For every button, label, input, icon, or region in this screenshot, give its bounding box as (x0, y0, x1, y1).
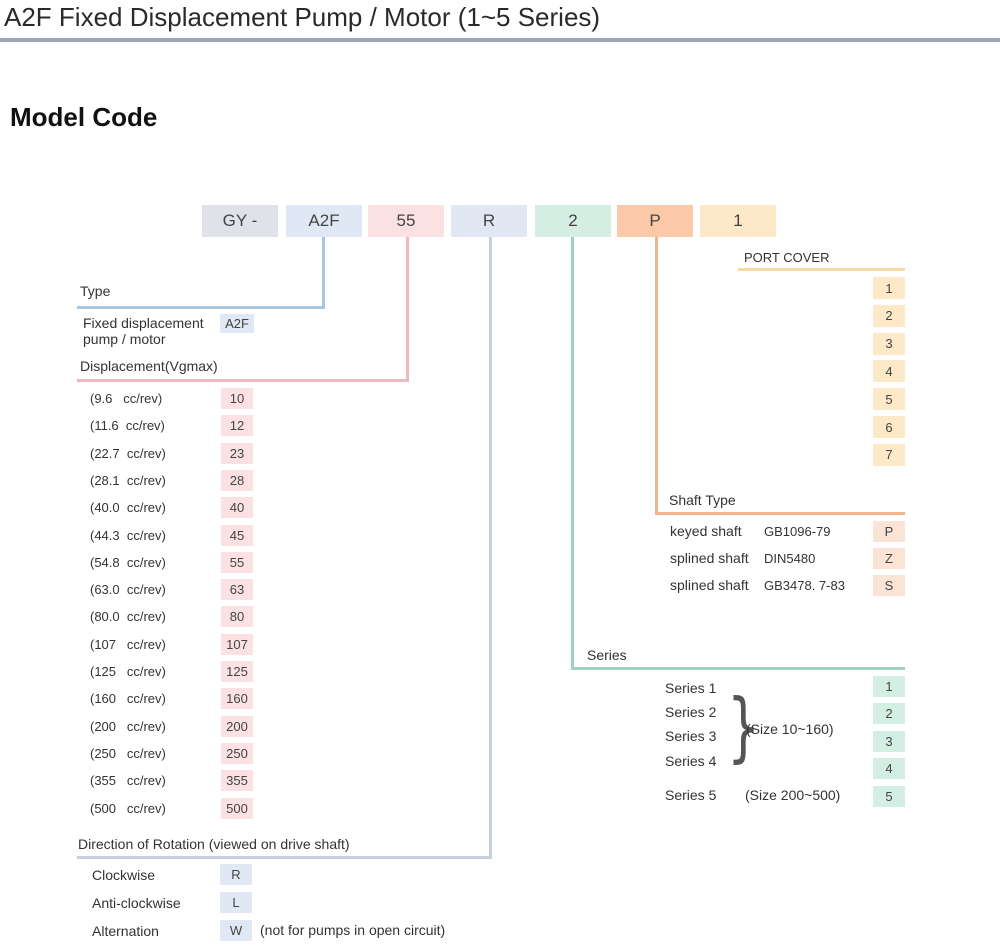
model-code-box: 1 (700, 205, 776, 237)
series-label: Series 1 (665, 680, 717, 696)
type-description-line1: Fixed displacement (83, 315, 204, 331)
rotation-label: Anti-clockwise (92, 895, 181, 911)
displacement-code: 80 (221, 606, 253, 628)
series-label: Series 2 (665, 704, 717, 720)
shaft-name: splined shaft (670, 577, 749, 593)
model-code-box: A2F (286, 205, 362, 237)
model-code-box: 55 (368, 205, 444, 237)
series-heading: Series (587, 647, 627, 663)
displacement-code: 355 (221, 770, 253, 792)
displacement-label: (11.6 cc/rev) (90, 418, 165, 434)
shaft-standard: GB1096-79 (764, 524, 831, 539)
displacement-label: (40.0 cc/rev) (90, 500, 166, 516)
displacement-label: (500 cc/rev) (90, 800, 166, 816)
displacement-code: 55 (221, 551, 253, 573)
displacement-code: 45 (221, 524, 253, 546)
series-code: 4 (873, 758, 905, 779)
model-code-box: GY - (202, 205, 278, 237)
type-heading: Type (80, 283, 111, 299)
displacement-code: 500 (221, 797, 253, 819)
displacement-code: 12 (221, 415, 253, 437)
displacement-code: 200 (221, 715, 253, 737)
displacement-code: 160 (221, 688, 253, 710)
port-cover-code: 2 (873, 304, 905, 327)
title-divider (0, 38, 1000, 42)
displacement-label: (28.1 cc/rev) (90, 472, 166, 488)
displacement-connector-horizontal (77, 379, 409, 382)
series-label: Series 4 (665, 753, 717, 769)
rotation-label: Clockwise (92, 867, 156, 883)
series-code: 5 (873, 786, 905, 807)
shaft-name: keyed shaft (670, 523, 742, 539)
rotation-code: L (220, 892, 252, 913)
displacement-heading: Displacement(Vgmax) (80, 358, 218, 374)
displacement-code: 28 (221, 469, 253, 491)
displacement-code: 107 (221, 633, 253, 655)
shaft-connector-horizontal (655, 512, 905, 515)
displacement-label: (355 cc/rev) (90, 773, 166, 789)
shaft-name: splined shaft (670, 550, 749, 566)
displacement-code: 250 (221, 742, 253, 764)
displacement-code: 125 (221, 661, 253, 682)
port-cover-code: 3 (873, 332, 905, 355)
port-cover-code: 6 (873, 416, 905, 438)
rotation-connector-vertical (489, 237, 492, 859)
displacement-label: (63.0 cc/rev) (90, 582, 166, 598)
displacement-label: (107 cc/rev) (90, 636, 166, 652)
shaft-standard: DIN5480 (764, 551, 816, 566)
displacement-label: (9.6 cc/rev) (90, 391, 163, 406)
displacement-label: (22.7 cc/rev) (90, 445, 166, 461)
shaft-standard: GB3478. 7-83 (764, 578, 845, 593)
series-size-small: (Size 10~160) (746, 721, 834, 737)
model-code-box: P (617, 205, 693, 237)
displacement-code: 10 (221, 388, 253, 409)
rotation-code: W (220, 920, 252, 941)
rotation-connector-horizontal (77, 856, 492, 859)
series-connector-horizontal (571, 667, 905, 670)
model-code-box: 2 (535, 205, 611, 237)
series-label: Series 3 (665, 728, 717, 744)
displacement-code: 23 (221, 442, 253, 464)
port-connector-horizontal (738, 268, 905, 271)
displacement-code: 63 (221, 579, 253, 601)
series-code: 1 (873, 676, 905, 697)
port-cover-code: 7 (873, 443, 905, 466)
series-size-large: (Size 200~500) (745, 787, 841, 803)
displacement-code: 40 (221, 497, 253, 519)
type-connector-horizontal (77, 306, 325, 309)
shaft-code: S (873, 575, 905, 596)
displacement-label: (54.8 cc/rev) (90, 554, 166, 570)
displacement-label: (160 cc/rev) (90, 691, 166, 707)
shaft-heading: Shaft Type (669, 492, 736, 508)
port-cover-code: 1 (873, 277, 905, 299)
displacement-label: (125 cc/rev) (90, 664, 166, 679)
port-cover-code: 4 (873, 360, 905, 383)
type-description-line2: pump / motor (83, 331, 166, 347)
rotation-note: (not for pumps in open circuit) (260, 922, 446, 938)
displacement-label: (80.0 cc/rev) (90, 609, 166, 625)
model-code-box: R (451, 205, 527, 237)
shaft-connector-vertical (655, 237, 658, 515)
type-code: A2F (220, 314, 254, 333)
series-label: Series 5 (665, 787, 717, 803)
section-title: Model Code (10, 102, 158, 132)
series-code: 2 (873, 703, 905, 724)
rotation-code: R (220, 864, 252, 885)
series-code: 3 (873, 731, 905, 752)
displacement-connector-vertical (406, 237, 409, 382)
displacement-label: (200 cc/rev) (90, 718, 166, 734)
shaft-code: P (873, 521, 905, 542)
displacement-label: (250 cc/rev) (90, 745, 166, 761)
port-cover-code: 5 (873, 388, 905, 411)
series-brace: } (727, 684, 761, 772)
type-connector-vertical (322, 237, 325, 308)
displacement-label: (44.3 cc/rev) (90, 527, 166, 543)
series-connector-vertical (571, 237, 574, 670)
port-cover-heading: PORT COVER (744, 250, 830, 265)
rotation-heading: Direction of Rotation (viewed on drive s… (78, 836, 350, 852)
rotation-label: Alternation (92, 923, 159, 939)
page-title: A2F Fixed Displacement Pump / Motor (1~5… (4, 2, 601, 32)
shaft-code: Z (873, 548, 905, 569)
